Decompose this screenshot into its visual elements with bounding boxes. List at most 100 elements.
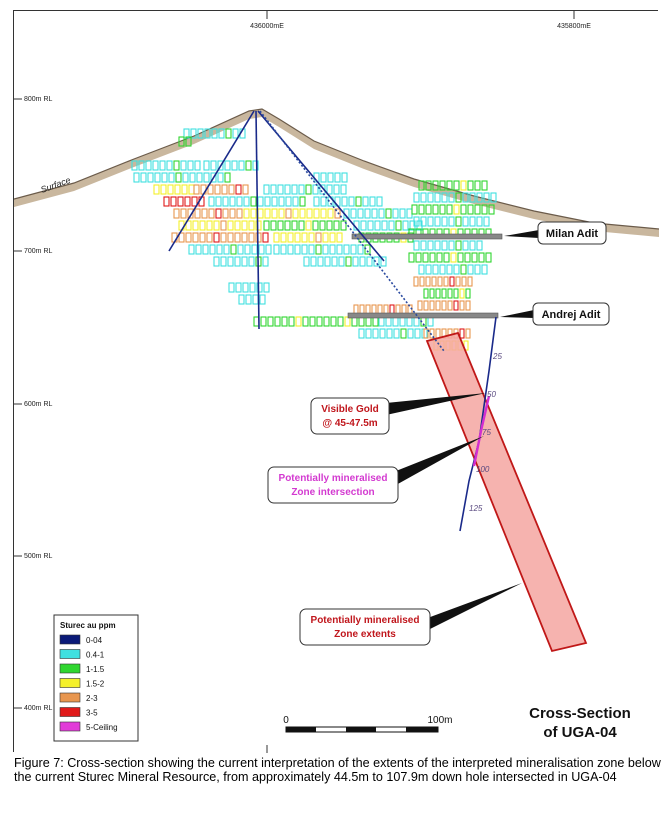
grade-block [420, 240, 427, 251]
grade-block [483, 216, 490, 227]
milan-adit-callout: Milan Adit [537, 221, 607, 245]
grade-block [193, 184, 200, 195]
grade-block [320, 196, 327, 207]
grade-block [213, 256, 220, 267]
grade-block [333, 184, 340, 195]
grade-block [313, 196, 320, 207]
drill-holes [168, 110, 497, 532]
milan-adit-leader [504, 230, 539, 238]
grade-block [227, 232, 234, 243]
grade-block [322, 244, 329, 255]
grade-block [317, 256, 324, 267]
grade-block [435, 300, 441, 311]
grade-block [222, 196, 229, 207]
grade-block [334, 172, 341, 183]
legend-title: Sturec au ppm [60, 621, 116, 630]
grade-block [448, 216, 455, 227]
depth-label-50: 50 [487, 390, 496, 399]
grade-block [294, 244, 301, 255]
grade-block [358, 328, 365, 339]
grade-block [202, 244, 209, 255]
grade-block [208, 208, 215, 219]
hole-depth-labels: 25 50 75 100 125 [469, 352, 502, 513]
grade-block [411, 204, 418, 215]
grade-block [223, 244, 230, 255]
legend-label-4: 2-3 [86, 694, 98, 703]
grade-block [301, 232, 308, 243]
grade-block [469, 240, 476, 251]
grade-block [378, 208, 385, 219]
grade-block [285, 208, 292, 219]
grade-block [178, 232, 185, 243]
grade-block [292, 208, 299, 219]
surface-band [14, 109, 659, 237]
grade-block [330, 316, 337, 327]
grade-block [379, 328, 386, 339]
grade-block [357, 244, 364, 255]
grade-block [243, 196, 250, 207]
grade-block [231, 160, 238, 171]
grade-block [285, 196, 292, 207]
grade-block [159, 160, 166, 171]
grade-block [483, 192, 490, 203]
milan-adit-label: Milan Adit [546, 228, 598, 240]
grade-block [234, 232, 241, 243]
grade-block [256, 282, 263, 293]
grade-block [418, 264, 425, 275]
grade-block [320, 172, 327, 183]
andrej-adit-label: Andrej Adit [542, 309, 601, 321]
legend-label-6: 5-Ceiling [86, 723, 118, 732]
section-title-line2: of UGA-04 [543, 724, 617, 741]
grade-block [395, 220, 402, 231]
drill-hole-2 [255, 110, 260, 330]
grade-block [221, 184, 228, 195]
grade-block [218, 128, 225, 139]
grade-block [271, 196, 278, 207]
grade-block [461, 276, 467, 287]
grade-block [215, 208, 222, 219]
rl-label-400: 400m RL [24, 705, 53, 712]
visible-gold-callout: Visible Gold @ 45-47.5m [310, 397, 390, 435]
grade-block [469, 216, 476, 227]
grade-block [425, 204, 432, 215]
grade-block [455, 216, 462, 227]
grade-block [333, 220, 340, 231]
grade-block [427, 216, 434, 227]
grade-block [294, 232, 301, 243]
grade-block [206, 220, 213, 231]
grade-block [273, 232, 280, 243]
grade-block [313, 208, 320, 219]
grade-block [145, 160, 152, 171]
grade-block [338, 256, 345, 267]
scale-bar: 0 100m [283, 715, 453, 733]
grade-block [238, 160, 245, 171]
grade-block [309, 316, 316, 327]
grade-block [301, 244, 308, 255]
grade-block [236, 196, 243, 207]
grade-block [360, 220, 367, 231]
andrej-adit-bar [347, 312, 499, 319]
grade-block [448, 192, 455, 203]
drill-hole-3 [257, 110, 385, 262]
grade-block [418, 180, 425, 191]
grade-block [352, 256, 359, 267]
visible-gold-leader [386, 393, 486, 415]
grade-block [298, 220, 305, 231]
grade-block [260, 316, 267, 327]
grade-block [427, 240, 434, 251]
grade-block [173, 208, 180, 219]
grade-block [222, 208, 229, 219]
grade-block [287, 232, 294, 243]
grade-block [274, 316, 281, 327]
grade-block [211, 128, 218, 139]
grade-block [174, 184, 181, 195]
grade-block [485, 252, 492, 263]
grade-block [439, 264, 446, 275]
grade-block [195, 244, 202, 255]
grade-block [331, 256, 338, 267]
grade-block [160, 184, 167, 195]
legend-swatch-0 [59, 634, 81, 645]
grade-block [175, 172, 182, 183]
grade-block [185, 232, 192, 243]
grade-block [439, 180, 446, 191]
